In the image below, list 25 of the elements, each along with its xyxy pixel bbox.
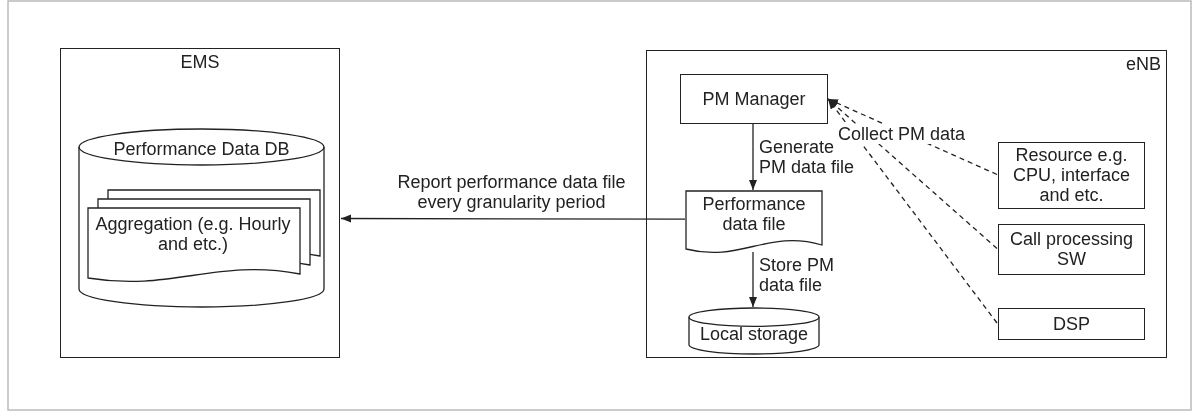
system-frame <box>60 48 340 358</box>
database-cylinder <box>689 308 819 354</box>
node-label: Performance data file <box>701 194 807 234</box>
node-label: Aggregation (e.g. Hourly and etc.) <box>94 214 292 254</box>
node-label: Performance Data DB <box>112 139 291 159</box>
arrow <box>827 98 998 324</box>
node-label: Local storage <box>698 324 810 344</box>
arrow <box>749 122 757 191</box>
system-frame <box>646 50 1167 358</box>
process-box <box>680 74 828 124</box>
arrow <box>749 251 757 308</box>
node-label: Resource e.g. CPU, interface and etc. <box>1011 145 1131 205</box>
system-label: eNB <box>1125 54 1161 74</box>
document-shape <box>686 191 822 253</box>
process-box <box>998 308 1145 340</box>
node-label: Call processing SW <box>1008 229 1135 269</box>
node-label: PM Manager <box>701 89 807 109</box>
process-box <box>998 224 1145 275</box>
arrow <box>340 214 686 223</box>
system-label: EMS <box>179 52 221 72</box>
arrow <box>827 98 998 250</box>
node-label: DSP <box>1052 314 1091 334</box>
process-box <box>998 142 1145 209</box>
database-cylinder <box>79 129 324 307</box>
document-stack <box>88 190 320 282</box>
